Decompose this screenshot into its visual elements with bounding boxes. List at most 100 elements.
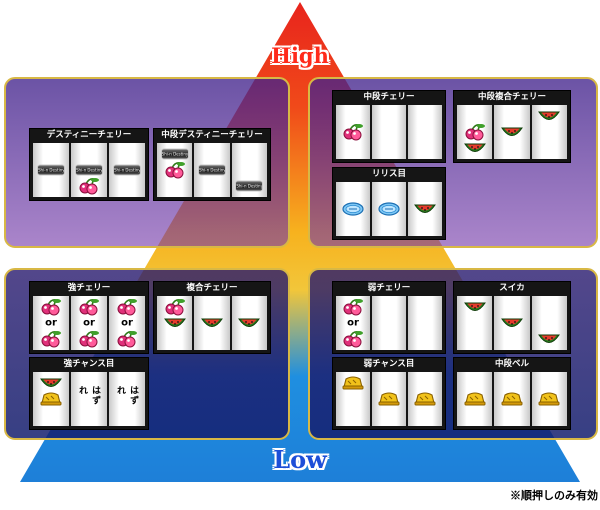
reel-cell: はずれ [71, 372, 107, 426]
watermelon-icon [463, 300, 486, 314]
reel-cell [531, 372, 567, 426]
reel-box: 強チャンス目はずれはずれ [29, 357, 149, 430]
reel-box: リリス目 [332, 167, 446, 240]
reel-title: 複合チェリー [186, 283, 238, 293]
bell-icon [537, 391, 561, 407]
reel-cell: or [71, 296, 107, 350]
reel-box: 複合チェリー [153, 281, 271, 354]
cherry-icon [342, 330, 364, 348]
cherry-icon [116, 330, 138, 348]
high-label: High [271, 43, 329, 68]
bell-icon [39, 391, 63, 407]
reel-strip [457, 372, 567, 426]
cherry-icon [78, 177, 100, 195]
low-label: Low [273, 445, 327, 474]
reel-cell [372, 296, 406, 350]
watermelon-icon [40, 376, 62, 390]
reel-title: デスティニーチェリー [46, 130, 132, 140]
reel-cell [457, 296, 493, 350]
cherry-icon [464, 123, 486, 141]
reel-cell: はずれ [109, 372, 145, 426]
reel-cell [231, 296, 267, 350]
reel-cell [494, 105, 530, 159]
reel-cell: Shi-n Destiny [231, 143, 267, 197]
reel-box: 弱チェリー or [332, 281, 446, 354]
watermelon-icon [538, 332, 561, 346]
or-text: or [83, 317, 95, 329]
watermelon-icon [501, 125, 523, 139]
logo-symbol: Shi-n Destiny [197, 164, 226, 176]
or-text: or [347, 317, 359, 329]
cherry-icon [342, 123, 364, 141]
reel-strip [336, 372, 442, 426]
logo-symbol: Shi-n Destiny [113, 164, 141, 176]
reel-cell [336, 372, 370, 426]
logo-symbol: Shi-n Destiny [160, 148, 189, 160]
watermelon-icon [463, 141, 486, 155]
reel-title: 中段チェリー [363, 92, 415, 102]
reel-title: リリス目 [371, 169, 406, 179]
reel-cell [408, 372, 442, 426]
reel-cell: or [109, 296, 145, 350]
cherry-icon [40, 298, 62, 316]
reel-strip [336, 105, 442, 159]
reel-cell [157, 296, 193, 350]
cherry-icon [164, 298, 186, 316]
reel-cell: Shi-n Destiny [194, 143, 230, 197]
reel-cell [494, 372, 530, 426]
logo-symbol: Shi-n Destiny [235, 180, 264, 192]
bell-icon [413, 391, 437, 407]
reel-title: 中段ベル [494, 359, 529, 369]
reel-cell [372, 105, 406, 159]
reel-cell [194, 296, 230, 350]
reel-strip [457, 105, 567, 159]
reel-cell [336, 182, 370, 236]
reel-title: 強チャンス目 [63, 359, 115, 369]
reel-strip: はずれはずれ [33, 372, 145, 426]
reel-strip [457, 296, 567, 350]
reel-cell [336, 105, 370, 159]
reel-cell: or [336, 296, 370, 350]
replay-icon [342, 202, 364, 216]
reel-box: 弱チャンス目 [332, 357, 446, 430]
bell-icon [500, 391, 524, 407]
reel-cell [372, 182, 406, 236]
cherry-icon [116, 298, 138, 316]
bell-icon [341, 375, 365, 391]
reel-strip: or or or [33, 296, 145, 350]
reel-strip: Shi-n Destiny Shi-n Destiny Shi-n Destiny [33, 143, 145, 197]
reel-title: スイカ [499, 283, 525, 293]
reel-cell [531, 296, 567, 350]
logo-symbol: Shi-n Destiny [75, 164, 103, 176]
watermelon-icon [201, 316, 223, 330]
reel-cell [494, 296, 530, 350]
reel-box: 中段チェリー [332, 90, 446, 163]
cherry-icon [40, 330, 62, 348]
cherry-icon [78, 298, 100, 316]
reel-cell [408, 182, 442, 236]
reel-strip [157, 296, 267, 350]
reel-cell: Shi-n Destiny [109, 143, 145, 197]
reel-box: 中段ベル [453, 357, 571, 430]
watermelon-icon [238, 316, 261, 330]
or-text: or [121, 317, 133, 329]
watermelon-icon [163, 316, 186, 330]
miss-text: はずれ [115, 385, 138, 406]
reel-title: 弱チェリー [367, 283, 411, 293]
reel-cell [408, 105, 442, 159]
reel-cell [33, 372, 69, 426]
logo-symbol: Shi-n Destiny [37, 164, 65, 176]
reel-strip [336, 182, 442, 236]
reel-title: 中段複合チェリー [477, 92, 546, 102]
reel-cell: or [33, 296, 69, 350]
cherry-icon [342, 298, 364, 316]
reel-title: 中段デスティニーチェリー [161, 130, 263, 140]
or-text: or [45, 317, 57, 329]
reel-cell: Shi-n Destiny [71, 143, 107, 197]
reel-box: スイカ [453, 281, 571, 354]
watermelon-icon [414, 202, 436, 216]
reel-cell [457, 105, 493, 159]
